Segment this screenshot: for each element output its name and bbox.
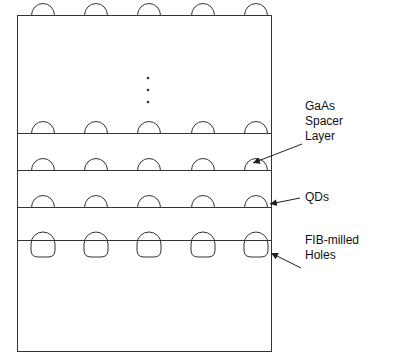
fib-hole (191, 232, 215, 257)
substrate-outline (18, 16, 272, 352)
quantum-dot (192, 4, 215, 16)
leader-arrow (270, 198, 300, 204)
quantum-dot (138, 159, 161, 171)
layer-interface (18, 240, 272, 241)
dot-label: QDs (305, 190, 365, 205)
quantum-dot (32, 122, 55, 134)
continuation-dot (147, 89, 150, 92)
fib-hole (137, 232, 161, 257)
quantum-dot (192, 196, 215, 208)
quantum-dot (245, 196, 268, 208)
quantum-dot (32, 159, 55, 171)
quantum-dot (138, 122, 161, 134)
quantum-dot (85, 196, 108, 208)
continuation-dot (147, 77, 150, 80)
fib-hole-row (31, 232, 268, 257)
quantum-dot (245, 122, 268, 134)
quantum-dot (32, 4, 55, 16)
quantum-dot (138, 4, 161, 16)
leader-arrow (253, 144, 302, 163)
quantum-dot-rows (32, 4, 268, 208)
quantum-dot (192, 159, 215, 171)
continuation-dot (147, 101, 150, 104)
hole-label: FIB-milled Holes (305, 233, 377, 263)
quantum-dot (245, 159, 268, 171)
quantum-dot (192, 122, 215, 134)
quantum-dot (85, 4, 108, 16)
fib-hole (244, 232, 268, 257)
quantum-dot (85, 159, 108, 171)
leader-arrow (271, 253, 301, 268)
layer-label: GaAs Spacer Layer (305, 99, 351, 144)
fib-hole (84, 232, 108, 257)
quantum-dot (245, 4, 268, 16)
quantum-dot (85, 122, 108, 134)
quantum-dot (138, 196, 161, 208)
quantum-dot (32, 196, 55, 208)
fib-hole (31, 232, 55, 257)
